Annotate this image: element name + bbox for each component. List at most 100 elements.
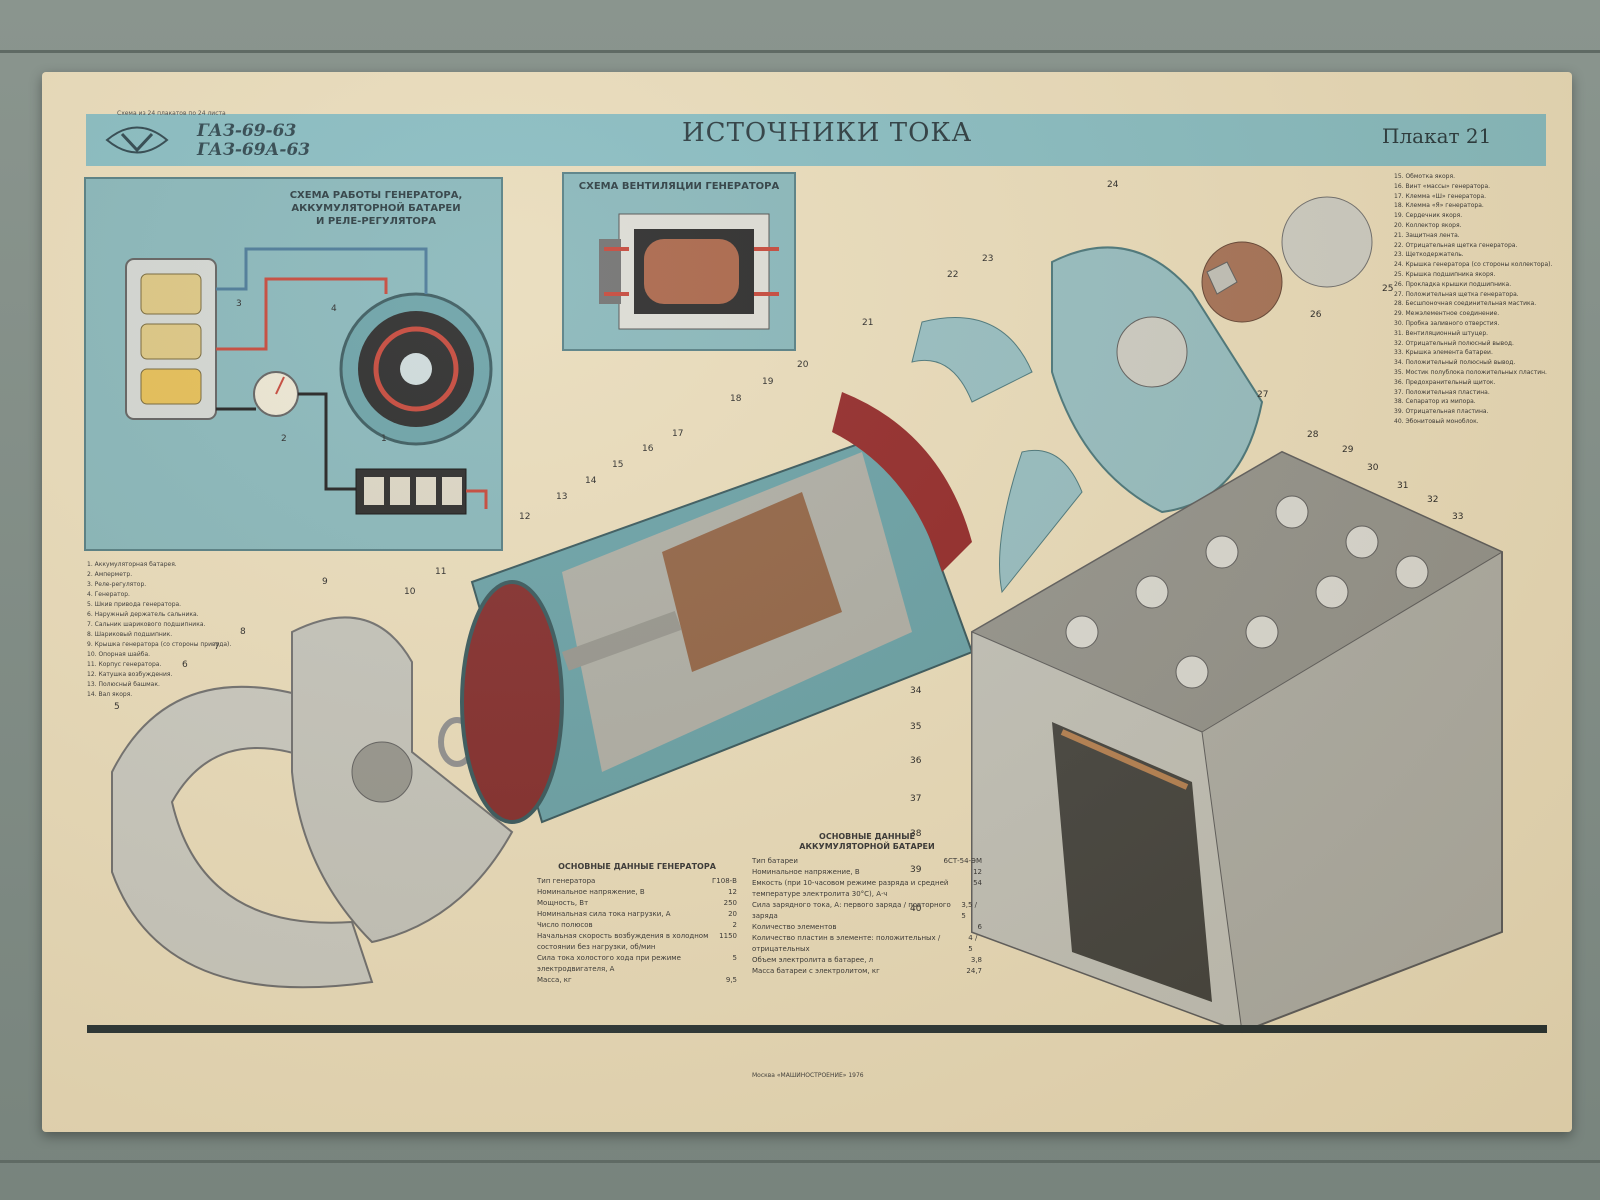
row-value: Г108-В: [712, 877, 737, 885]
row-value: 9,5: [725, 976, 737, 984]
legend-item: 16. Винт «массы» генератора.: [1394, 182, 1491, 190]
callout-20: 20: [797, 360, 809, 370]
callout-32: 32: [1427, 495, 1439, 505]
legend-item: 26. Прокладка крышки подшипника.: [1394, 280, 1512, 288]
callout-15: 15: [612, 460, 624, 470]
callout-30: 30: [1367, 463, 1379, 473]
generator-data-title: ОСНОВНЫЕ ДАННЫЕ ГЕНЕРАТОРА: [558, 862, 716, 871]
footer-rule: [87, 1025, 1547, 1033]
callout-24: 24: [1107, 180, 1119, 190]
row-value: 12: [973, 868, 982, 876]
poster-number: Плакат 21: [1382, 124, 1492, 148]
callout-1: 1: [381, 434, 387, 444]
table-row: Сила тока холостого хода при режиме элек…: [537, 953, 737, 975]
callout-3: 3: [236, 299, 242, 309]
table-row: Емкость (при 10-часовом режиме разряда и…: [752, 878, 982, 900]
legend-item: 21. Защитная лента.: [1394, 231, 1460, 239]
table-row: Сила зарядного тока, А: первого заряда /…: [752, 900, 982, 922]
table-row: Объем электролита в батарее, л 3,8: [752, 955, 982, 966]
row-value: 54: [973, 879, 982, 887]
scale-note: Схема из 24 плакатов по 24 листа: [117, 110, 226, 117]
table-row: Начальная скорость возбуждения в холодно…: [537, 931, 737, 953]
row-value: 3,8: [970, 956, 982, 964]
legend-item: 29. Межэлементное соединение.: [1394, 310, 1500, 318]
row-value: 6: [977, 923, 982, 931]
callout-17: 17: [672, 429, 684, 439]
legend-item: 1. Аккумуляторная батарея.: [87, 561, 177, 568]
callout-37: 37: [910, 794, 922, 804]
generator-data-table: ОСНОВНЫЕ ДАННЫЕ ГЕНЕРАТОРА Тип генератор…: [537, 862, 737, 986]
legend-item: 32. Отрицательный полюсный вывод.: [1394, 339, 1514, 347]
callout-35: 35: [910, 722, 922, 732]
legend-item: 2. Амперметр.: [87, 571, 133, 578]
legend-item: 3. Реле-регулятор.: [87, 581, 147, 588]
legend-item: 28. Бесшпоночная соединительная мастика.: [1394, 300, 1537, 308]
battery-data-title: ОСНОВНЫЕ ДАННЫЕ АККУМУЛЯТОРНОЙ БАТАРЕИ: [799, 832, 935, 851]
battery-data-table: ОСНОВНЫЕ ДАННЫЕ АККУМУЛЯТОРНОЙ БАТАРЕИ Т…: [752, 832, 982, 977]
callout-21: 21: [862, 318, 874, 328]
row-label: Начальная скорость возбуждения в холодно…: [537, 932, 709, 951]
row-label: Масса, кг: [537, 976, 572, 984]
callout-26: 26: [1310, 310, 1322, 320]
row-label: Емкость (при 10-часовом режиме разряда и…: [752, 879, 949, 898]
callout-33: 33: [1452, 512, 1464, 522]
row-label: Номинальное напряжение, В: [537, 888, 645, 896]
row-label: Сила зарядного тока, А: первого заряда /…: [752, 901, 951, 920]
legend-item: 35. Мостик полублока положительных пласт…: [1394, 368, 1547, 376]
callout-13: 13: [556, 492, 568, 502]
ventilation-panel: СХЕМА ВЕНТИЛЯЦИИ ГЕНЕРАТОРА: [562, 172, 796, 351]
callout-12: 12: [519, 512, 531, 522]
legend-item: 15. Обмотка якоря.: [1394, 173, 1456, 180]
callout-11: 11: [435, 567, 447, 577]
callout-4: 4: [331, 304, 337, 314]
wall-seam: [0, 50, 1600, 53]
legend-item: 37. Положительная пластина.: [1394, 388, 1490, 396]
callout-6: 6: [182, 660, 188, 670]
wiring-scheme-drawing: [125, 247, 493, 515]
poster: Схема из 24 плакатов по 24 листа ГАЗ-69-…: [42, 72, 1572, 1132]
callout-39: 39: [910, 865, 922, 875]
parts-legend-left: 1. Аккумуляторная батарея. 2. Амперметр.…: [87, 560, 237, 700]
model-line-1: ГАЗ-69-63: [197, 121, 297, 141]
row-label: Мощность, Вт: [537, 899, 589, 907]
legend-item: 17. Клемма «Ш» генератора.: [1394, 192, 1487, 200]
legend-item: 40. Эбонитовый моноблок.: [1394, 417, 1479, 425]
legend-item: 38. Сепаратор из мипора.: [1394, 398, 1476, 406]
legend-item: 12. Катушка возбуждения.: [87, 671, 173, 678]
row-label: Тип батареи: [752, 857, 798, 865]
callout-34: 34: [910, 686, 922, 696]
publisher-line: Москва «МАШИНОСТРОЕНИЕ» 1976: [752, 1072, 864, 1079]
row-value: 6СТ-54-ЭМ: [943, 857, 982, 865]
row-label: Объем электролита в батарее, л: [752, 956, 874, 964]
ventilation-title: СХЕМА ВЕНТИЛЯЦИИ ГЕНЕРАТОРА: [578, 181, 780, 192]
callout-22: 22: [947, 270, 959, 280]
callout-38: 38: [910, 829, 922, 839]
row-value: 4 / 5: [968, 934, 978, 953]
callout-36: 36: [910, 756, 922, 766]
legend-item: 34. Положительный полюсный вывод.: [1394, 359, 1516, 367]
table-row: Мощность, Вт 250: [537, 898, 737, 909]
legend-item: 27. Положительная щетка генератора.: [1394, 290, 1519, 298]
callout-18: 18: [730, 394, 742, 404]
legend-item: 7. Сальник шарикового подшипника.: [87, 621, 206, 628]
row-value: 3,5 / 5: [961, 901, 978, 920]
legend-item: 24. Крышка генератора (со стороны коллек…: [1394, 261, 1553, 269]
callout-31: 31: [1397, 481, 1409, 491]
callout-8: 8: [240, 627, 246, 637]
legend-item: 6. Наружный держатель сальника.: [87, 611, 199, 618]
legend-item: 25. Крышка подшипника якоря.: [1394, 270, 1496, 278]
callout-14: 14: [585, 476, 597, 486]
legend-item: 18. Клемма «Я» генератора.: [1394, 202, 1484, 210]
row-label: Номинальное напряжение, В: [752, 868, 860, 876]
legend-item: 11. Корпус генератора.: [87, 661, 162, 668]
callout-28: 28: [1307, 430, 1319, 440]
callout-40: 40: [910, 904, 922, 914]
row-value: 250: [723, 899, 737, 907]
title-bar: [86, 114, 1546, 166]
row-value: 5: [732, 954, 737, 962]
